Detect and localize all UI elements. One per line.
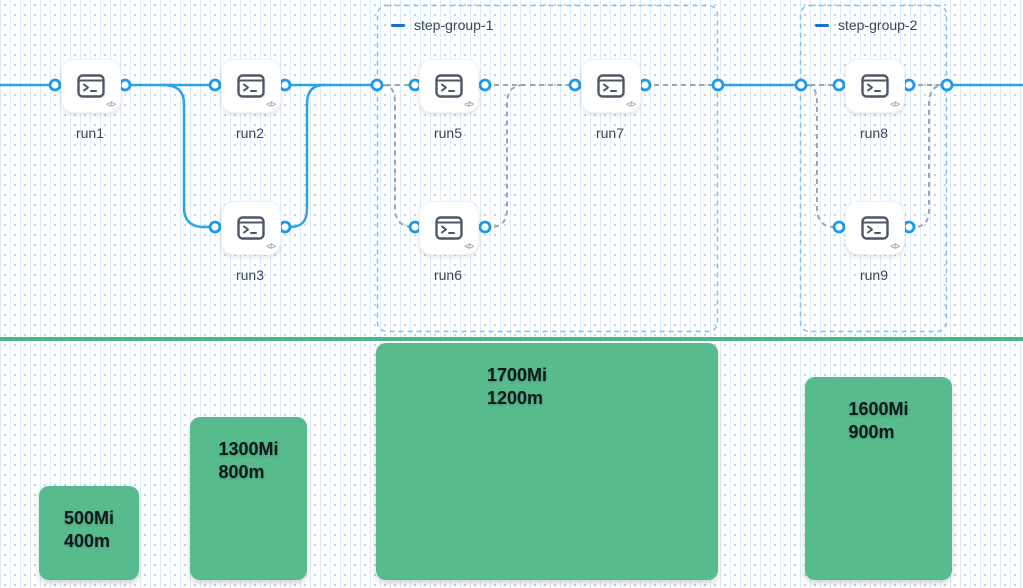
port-run1-out[interactable] <box>118 78 132 92</box>
cpu-value: 1200m <box>486 388 544 409</box>
node-run5[interactable]: </> <box>419 59 479 113</box>
port-group1-in[interactable] <box>370 78 384 92</box>
edge-g2in-run9 <box>806 84 839 228</box>
code-icon: </> <box>890 242 900 251</box>
step-group-1-title: step-group-1 <box>414 17 494 33</box>
terminal-icon <box>237 74 265 98</box>
port-run7-in[interactable] <box>568 78 582 92</box>
code-icon: </> <box>106 100 116 109</box>
memory-value: 1600Mi <box>848 399 909 419</box>
node-run3-label: run3 <box>235 267 265 283</box>
resource-section-divider <box>0 337 1023 341</box>
memory-value: 1700Mi <box>486 365 548 385</box>
memory-value: 1300Mi <box>218 439 279 459</box>
step-group-2-box[interactable] <box>799 4 948 333</box>
resource-bar-step-group-2-label: 1600Mi 900m <box>848 398 908 580</box>
node-run8[interactable]: </> <box>845 59 905 113</box>
port-group2-out[interactable] <box>940 78 954 92</box>
code-icon: </> <box>890 100 900 109</box>
node-run1-label: run1 <box>75 125 105 141</box>
terminal-icon <box>861 74 889 98</box>
port-run6-out[interactable] <box>478 220 492 234</box>
node-run7[interactable]: </> <box>581 59 641 113</box>
collapse-dash-icon[interactable] <box>391 23 405 27</box>
node-run8-label: run8 <box>859 125 889 141</box>
cpu-value: 900m <box>848 422 895 443</box>
node-run6-label: run6 <box>433 267 463 283</box>
node-run2[interactable]: </> <box>221 59 281 113</box>
memory-value: 500Mi <box>63 508 115 528</box>
port-run9-in[interactable] <box>832 220 846 234</box>
resource-bar-run2-run3-label: 1300Mi 800m <box>218 438 278 580</box>
resource-bar-step-group-1: 1700Mi 1200m <box>376 343 718 580</box>
code-icon: </> <box>266 100 276 109</box>
port-run8-in[interactable] <box>832 78 846 92</box>
cpu-value: 400m <box>63 531 111 552</box>
dashed-edges <box>377 84 947 228</box>
resource-bar-run1-label: 500Mi 400m <box>64 507 114 580</box>
resource-bar-step-group-1-label: 1700Mi 1200m <box>487 364 547 580</box>
node-run6[interactable]: </> <box>419 201 479 255</box>
resource-bar-step-group-2: 1600Mi 900m <box>805 377 952 580</box>
port-run5-out[interactable] <box>478 78 492 92</box>
node-run7-label: run7 <box>595 125 625 141</box>
ports <box>48 78 954 234</box>
code-icon: </> <box>626 100 636 109</box>
step-group-2-title: step-group-2 <box>838 17 918 33</box>
edge-run9-merge <box>909 84 944 228</box>
edge-run6-merge <box>485 84 525 228</box>
node-run2-label: run2 <box>235 125 265 141</box>
port-run7-out[interactable] <box>638 78 652 92</box>
edge-run1-run3 <box>161 83 217 229</box>
port-run2-in[interactable] <box>208 78 222 92</box>
port-run3-in[interactable] <box>208 220 222 234</box>
step-group-2-header[interactable]: step-group-2 <box>815 17 917 33</box>
node-run3[interactable]: </> <box>221 201 281 255</box>
port-group1-out[interactable] <box>711 78 725 92</box>
edge-run3-merge <box>283 83 326 229</box>
node-run5-label: run5 <box>433 125 463 141</box>
resource-bar-run1: 500Mi 400m <box>39 486 139 580</box>
terminal-icon <box>861 216 889 240</box>
code-icon: </> <box>464 242 474 251</box>
port-run9-out[interactable] <box>902 220 916 234</box>
node-run1[interactable]: </> <box>61 59 121 113</box>
node-run9[interactable]: </> <box>845 201 905 255</box>
step-group-1-box[interactable] <box>376 4 719 333</box>
edge-g1in-run6 <box>382 84 415 228</box>
collapse-dash-icon[interactable] <box>815 23 829 27</box>
terminal-icon <box>597 74 625 98</box>
cpu-value: 800m <box>218 462 265 483</box>
port-run8-out[interactable] <box>902 78 916 92</box>
port-run1-in[interactable] <box>48 78 62 92</box>
code-icon: </> <box>464 100 474 109</box>
terminal-icon <box>435 74 463 98</box>
step-group-1-header[interactable]: step-group-1 <box>391 17 493 33</box>
solid-edges <box>0 83 1023 229</box>
terminal-icon <box>77 74 105 98</box>
resource-bar-run2-run3: 1300Mi 800m <box>190 417 307 580</box>
terminal-icon <box>237 216 265 240</box>
node-run9-label: run9 <box>859 267 889 283</box>
code-icon: </> <box>266 242 276 251</box>
port-run3-out[interactable] <box>278 220 292 234</box>
port-group2-in[interactable] <box>794 78 808 92</box>
terminal-icon <box>435 216 463 240</box>
port-run2-out[interactable] <box>278 78 292 92</box>
